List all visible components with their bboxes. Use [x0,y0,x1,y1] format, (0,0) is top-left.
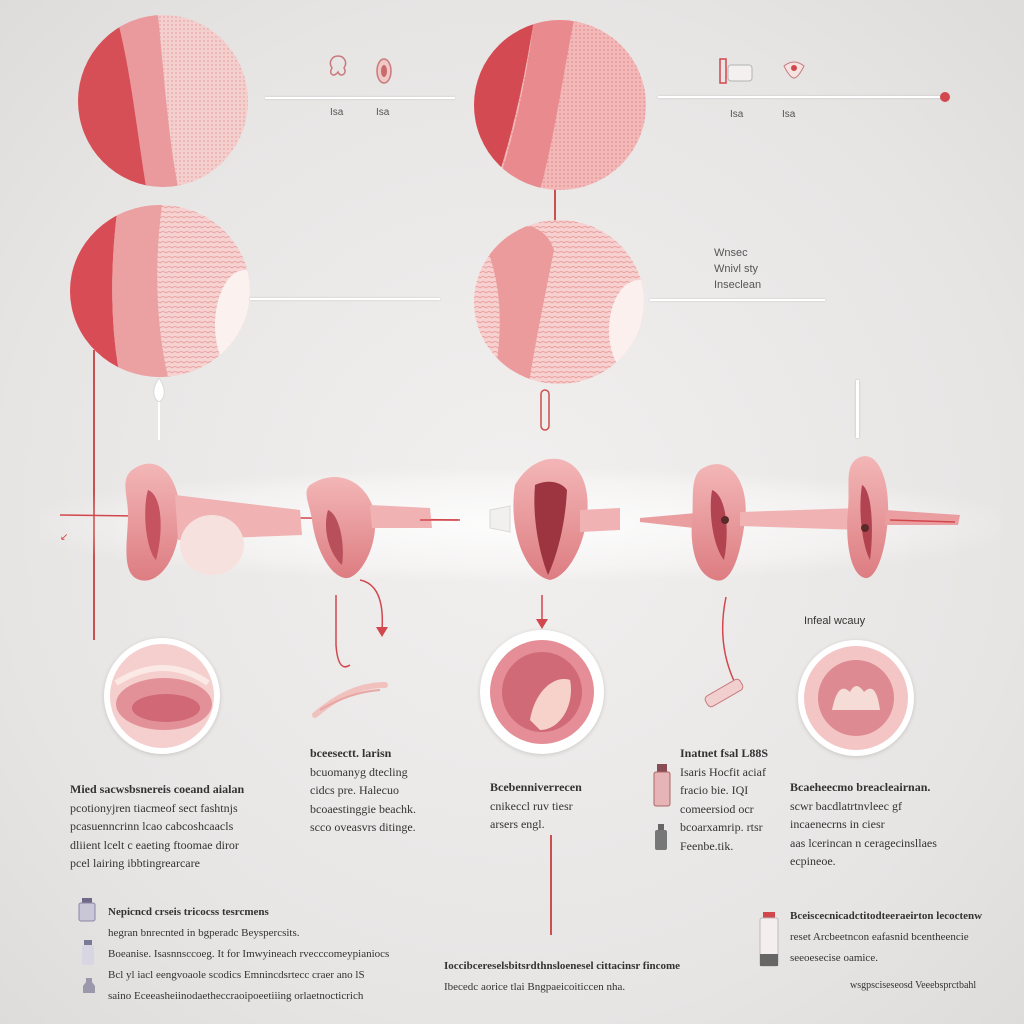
tissue-icon [718,55,756,87]
tissue-sliver [310,680,390,720]
tissue-icon [374,56,394,86]
top-right-label-1: Isa [730,109,744,120]
caption-col4: Inatnet fsal L88S Isaris Hocfit aciaf fr… [680,746,769,853]
mid-right-label-2: Wnivl sty [714,263,758,275]
footer-bottom-right: wsgpsciseseosd Veeebsprctbahl [850,980,977,991]
tissue-lens-top-right [474,20,646,190]
bottle-icon [78,898,96,922]
caption-col1: Mied sacwsbsnereis coeand aialan pcotion… [70,782,245,871]
caption-col2: bceesectt. larisn bcuomanyg dtecling cid… [310,746,416,835]
red-curve-pointer [330,575,400,675]
syringe-icon [696,595,756,725]
footer-left: Nepicncd crseis tricocss tesrcmens hegra… [108,906,390,1002]
organ-illustration-row: ↙ [40,440,1000,600]
white-stick [856,380,859,438]
tissue-lens-mid-left [70,205,250,377]
mid-right-label-3: Inseclean [714,279,762,291]
red-connector-line-center-top [554,180,556,230]
mid-right-label-1: Wnsec [714,247,748,259]
top-left-label-2: Isa [376,107,390,118]
pin-icon [538,388,552,434]
red-connector-line-center-bottom [550,835,552,935]
detail-lens-1 [104,638,220,754]
detail-lens-3 [798,640,914,756]
bottle-icon [82,978,96,994]
caption-col3: Bcebenniverrecen cnikeccl ruv tiesr arse… [490,780,582,832]
footer-center: Ioccibcereselsbitsrdthnsloenesel cittaci… [444,960,681,993]
tissue-icon [324,52,352,80]
footer-right: Bceiscecnicadctitodteeraeirton lecoctenw… [790,910,983,964]
arrow-line-top-right [658,96,944,98]
bottle-icon [654,824,668,852]
arrow-line-top-left [265,97,455,99]
top-left-label-1: Isa [330,107,344,118]
section-heading-right: Infeal wcauy [804,615,866,627]
red-down-arrow [535,595,549,631]
vial-icon [652,762,672,810]
droplet-icon [150,378,168,442]
arrow-head-red [940,92,950,102]
vial-icon [80,940,96,966]
vial-icon [758,910,780,968]
top-right-label-2: Isa [782,109,796,120]
arrow-line-mid-right [650,299,825,301]
tissue-lens-top-left [78,15,248,187]
svg-text:↙: ↙ [60,532,68,543]
arrow-line-mid-left [250,298,440,300]
caption-col5: Bcaeheecmo breacleairnan. scwr bacdlatrt… [790,780,937,869]
tissue-lens-mid-right [474,220,644,384]
tissue-icon [782,58,806,80]
detail-lens-2 [480,630,604,754]
